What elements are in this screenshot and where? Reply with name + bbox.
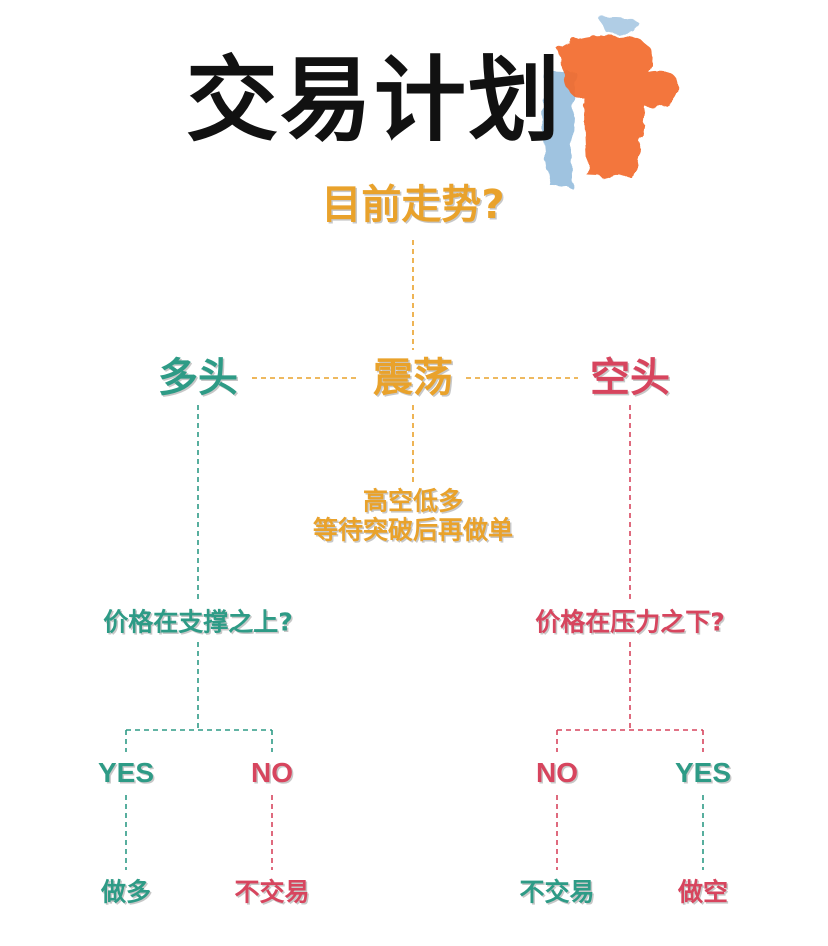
range-advice-line2: 等待突破后再做单	[312, 515, 514, 544]
branch-bull: 多头	[158, 355, 238, 401]
bear-no-trade-action: 不交易	[519, 877, 595, 907]
branch-bear: 空头	[590, 355, 670, 401]
branch-range: 震荡	[373, 355, 453, 401]
bear-pressure-question: 价格在压力之下?	[535, 607, 725, 637]
paint-brush-decoration	[542, 16, 679, 188]
page-title: 交易计划	[186, 47, 563, 154]
bull-no-label: NO	[251, 756, 293, 788]
bear-short-action: 做空	[677, 877, 729, 907]
bull-no-trade-action: 不交易	[234, 877, 310, 907]
bear-no-label: NO	[536, 756, 578, 788]
trend-question: 目前走势?	[321, 182, 505, 228]
bull-yes-label: YES	[97, 756, 155, 788]
range-advice-line1: 高空低多	[362, 486, 464, 516]
bear-yes-label: YES	[674, 756, 732, 788]
range-advice: 高空低多 等待突破后再做单	[312, 486, 514, 545]
bull-support-question: 价格在支撑之上?	[103, 607, 293, 637]
bull-long-action: 做多	[100, 877, 152, 907]
